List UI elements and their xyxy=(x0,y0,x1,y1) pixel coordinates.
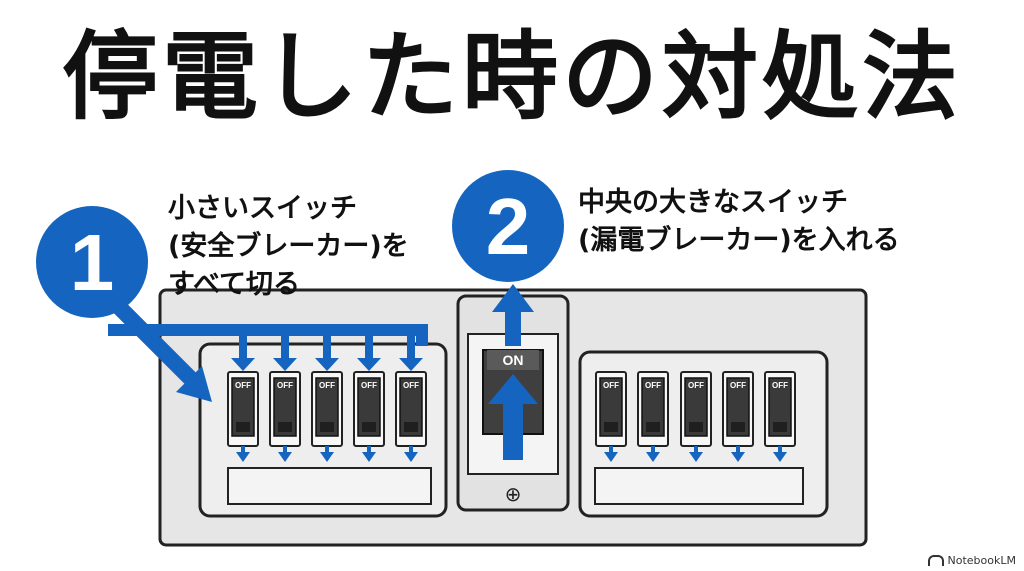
step-1-arrow xyxy=(104,292,204,392)
step-1-arrowhead xyxy=(176,366,212,402)
connector-1 xyxy=(239,336,247,346)
right-breaker-5: OFF xyxy=(764,371,796,462)
right-label-plate xyxy=(594,467,804,505)
left-breaker-4-down-arrow xyxy=(362,446,376,462)
step-1-badge xyxy=(36,206,148,318)
connector-5 xyxy=(407,336,415,346)
left-breaker-1-top-arrow xyxy=(231,344,255,371)
right-breaker-1-off-label: OFF xyxy=(603,381,619,390)
page-title: 停電した時の対処法 xyxy=(62,21,962,133)
left-breaker-2-off-label: OFF xyxy=(277,381,293,390)
step-2-arrow-top xyxy=(492,284,534,346)
left-breaker-4: OFF xyxy=(353,344,385,462)
step-1-line-3: すべて切る xyxy=(168,269,301,300)
footer-brand: NotebookLM xyxy=(927,554,1016,567)
main-breaker-on-plate xyxy=(487,350,539,370)
right-breaker-3-off-label: OFF xyxy=(688,381,704,390)
step-2-number: 2 xyxy=(486,182,531,271)
step-2-badge xyxy=(452,170,564,282)
left-breaker-3-off-label: OFF xyxy=(319,381,335,390)
step-2-line-1: 中央の大きなスイッチ xyxy=(578,187,848,218)
step-2-arrow-main xyxy=(488,374,538,460)
left-breaker-1: OFF xyxy=(227,344,259,462)
right-breaker-3: OFF xyxy=(680,371,712,462)
right-breaker-4: OFF xyxy=(722,371,754,462)
left-breaker-5-top-arrow xyxy=(399,344,423,371)
right-breaker-2-off-label: OFF xyxy=(645,381,661,390)
right-breaker-3-down-arrow xyxy=(689,446,703,462)
left-breaker-5: OFF xyxy=(395,344,427,462)
left-breaker-4-top-arrow xyxy=(357,344,381,371)
right-breaker-5-off-label: OFF xyxy=(772,381,788,390)
left-breaker-1-off-label: OFF xyxy=(235,381,251,390)
left-breaker-2-down-arrow xyxy=(278,446,292,462)
right-breaker-4-down-arrow xyxy=(731,446,745,462)
step-2-line-2: (漏電ブレーカー)を入れる xyxy=(578,225,900,256)
right-breaker-4-off-label: OFF xyxy=(730,381,746,390)
left-label-plate xyxy=(227,467,432,505)
left-breaker-5-down-arrow xyxy=(404,446,418,462)
right-breaker-1: OFF xyxy=(595,371,627,462)
left-breaker-3-top-arrow xyxy=(315,344,339,371)
footer-brand-text: NotebookLM xyxy=(947,554,1016,567)
right-breaker-2-down-arrow xyxy=(646,446,660,462)
left-breaker-4-off-label: OFF xyxy=(361,381,377,390)
right-breaker-2: OFF xyxy=(637,371,669,462)
right-breaker-1-down-arrow xyxy=(604,446,618,462)
left-breaker-3: OFF xyxy=(311,344,343,462)
step-1-text: 小さいスイッチ (安全ブレーカー)を すべて切る xyxy=(168,190,409,304)
left-breaker-2-top-arrow xyxy=(273,344,297,371)
left-breaker-5-off-label: OFF xyxy=(403,381,419,390)
left-breaker-3-down-arrow xyxy=(320,446,334,462)
step-2-text: 中央の大きなスイッチ (漏電ブレーカー)を入れる xyxy=(578,184,900,260)
step-1-line-1: 小さいスイッチ xyxy=(168,193,357,224)
distribution-drop xyxy=(416,324,428,346)
left-breaker-2: OFF xyxy=(269,344,301,462)
step-1-number: 1 xyxy=(70,218,115,307)
left-breaker-1-down-arrow xyxy=(236,446,250,462)
distribution-bar xyxy=(108,324,428,336)
right-breaker-5-down-arrow xyxy=(773,446,787,462)
connector-3 xyxy=(323,336,331,346)
step-1-line-2: (安全ブレーカー)を xyxy=(168,231,409,262)
main-breaker-on-label: ON xyxy=(503,352,524,368)
connector-4 xyxy=(365,336,373,346)
screw-icon: ⊕ xyxy=(505,482,522,506)
notebooklm-logo-icon xyxy=(927,555,944,566)
connector-2 xyxy=(281,336,289,346)
